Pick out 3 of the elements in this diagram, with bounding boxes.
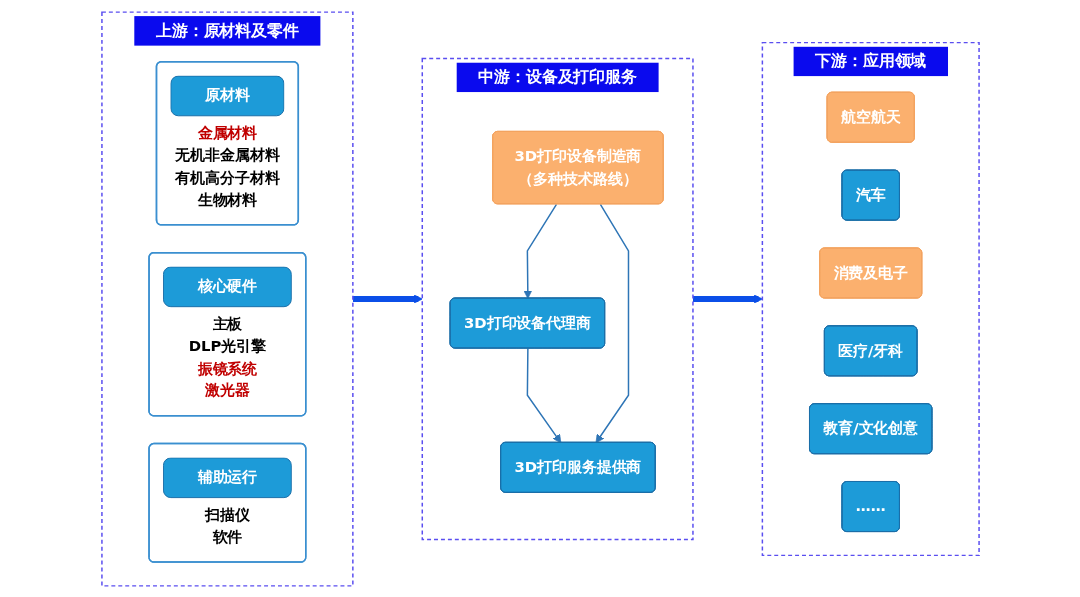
arrow — [522, 203, 557, 299]
arrow — [595, 203, 629, 443]
arrow — [526, 347, 561, 443]
